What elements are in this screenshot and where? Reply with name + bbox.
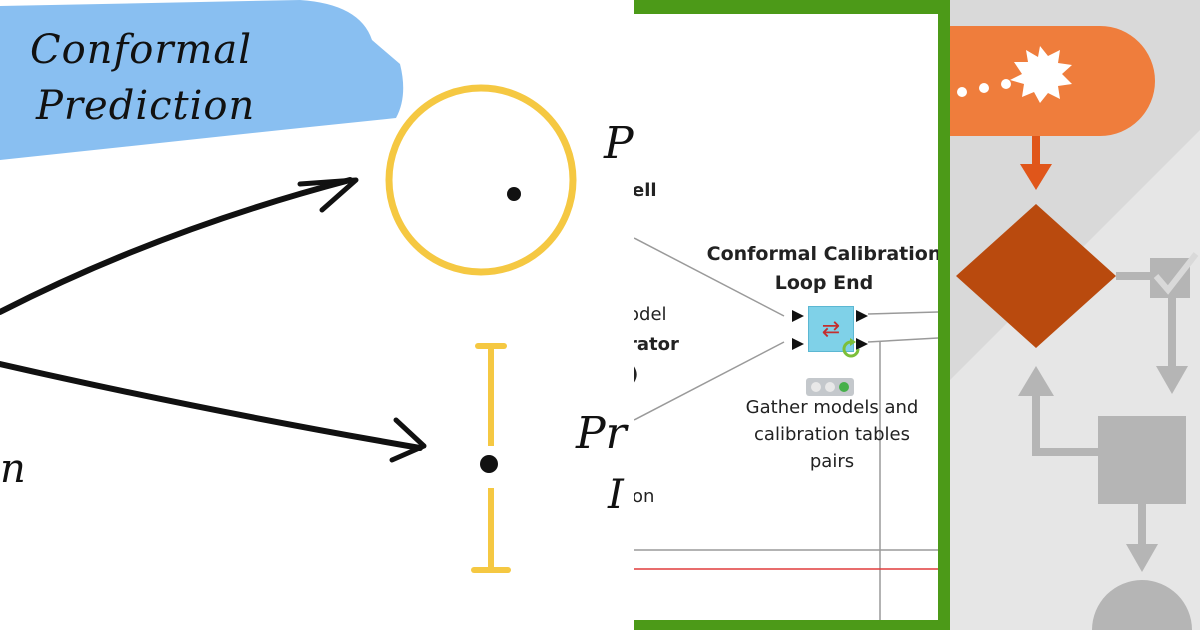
- status-light-green: [839, 382, 849, 392]
- label-n-left: n: [0, 446, 26, 492]
- workflow-canvas[interactable]: ell odel rator ) on Conformal Calibratio…: [634, 0, 950, 630]
- sketch-title-line1: Conformal: [30, 27, 253, 73]
- end-shape: [1092, 580, 1192, 630]
- flowchart-panel: [950, 0, 1200, 630]
- fragment-rator: rator: [634, 334, 679, 355]
- loop-refresh-icon: [842, 338, 860, 358]
- background-diagonal: [950, 130, 1200, 630]
- upper-arrow-head: [297, 177, 359, 213]
- dot-1: [957, 87, 967, 97]
- node-status-indicator: [806, 378, 854, 396]
- output-port-2: [856, 338, 868, 350]
- loop-back-line: [1032, 396, 1100, 456]
- connection-in-1: [634, 237, 785, 317]
- sketch-panel: Conformal Prediction P Pr I n: [0, 0, 634, 573]
- label-i-bottom: I: [608, 472, 624, 518]
- upper-arrow-shaft: [0, 177, 353, 315]
- input-port-2: [792, 338, 804, 350]
- circle-point: [507, 187, 521, 201]
- node-title[interactable]: Conformal Calibration Loop End: [704, 240, 942, 298]
- sketch-drawing: [0, 0, 577, 573]
- connection-in-2: [634, 341, 785, 421]
- label-pr-bottom: Pr: [576, 408, 627, 459]
- output-port-1: [856, 310, 868, 322]
- fragment-on: on: [634, 486, 655, 507]
- arrow-head-4: [1126, 544, 1158, 572]
- connection-out-1: [867, 311, 938, 315]
- flowchart-graphic: [950, 26, 1200, 630]
- decision-diamond: [956, 204, 1116, 348]
- process-box: [1098, 416, 1186, 504]
- node-desc-line1: Gather models and: [745, 397, 919, 418]
- status-light-red: [811, 382, 821, 392]
- fragment-odel: odel: [634, 304, 667, 325]
- check-mark: [1153, 252, 1199, 295]
- node-description: Gather models and calibration tables pai…: [732, 394, 932, 475]
- node-desc-line2: calibration tables: [754, 424, 910, 445]
- fragment-ell: ell: [634, 180, 657, 201]
- loop-end-icon: ⇄: [821, 316, 841, 342]
- arrow-head-3: [1018, 366, 1054, 396]
- burst-icon: [1010, 46, 1072, 103]
- arrow-head-2: [1156, 366, 1188, 394]
- node-title-line2: Loop End: [774, 272, 874, 294]
- input-port-1: [792, 310, 804, 322]
- prediction-set-circle: [385, 84, 577, 276]
- sketch-title-line2: Prediction: [36, 83, 256, 129]
- node-title-line1: Conformal Calibration: [706, 243, 942, 265]
- lower-arrow-shaft: [0, 361, 423, 451]
- arrow-head-1: [1020, 164, 1052, 190]
- connection-out-2: [867, 337, 938, 343]
- dot-3: [1001, 79, 1011, 89]
- interval-point: [480, 455, 498, 473]
- status-light-yellow: [825, 382, 835, 392]
- node-desc-line3: pairs: [809, 451, 855, 472]
- lower-arrow-head: [389, 417, 427, 463]
- label-p-top: P: [604, 118, 634, 169]
- sketch-title: Conformal Prediction: [30, 22, 255, 134]
- workflow-connections: [634, 237, 938, 620]
- dot-2: [979, 83, 989, 93]
- title-highlight: [0, 0, 404, 160]
- fragment-paren: ): [634, 364, 638, 385]
